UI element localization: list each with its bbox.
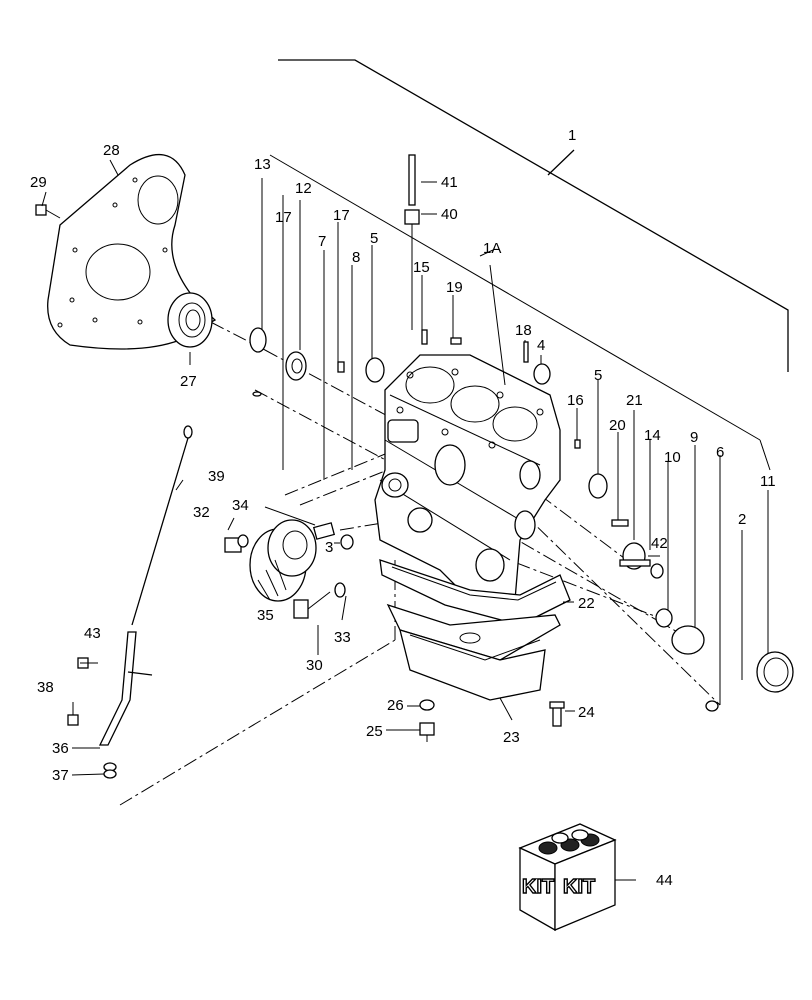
callout-22: 22	[578, 595, 595, 612]
switch-32	[224, 534, 249, 553]
bolt-38	[67, 702, 79, 726]
callout-17-left: 17	[275, 209, 292, 226]
callout-4: 4	[537, 337, 545, 354]
callout-19: 19	[446, 279, 463, 296]
dipstick-tube	[98, 631, 153, 746]
callout-28: 28	[103, 142, 120, 159]
nipple-3	[340, 534, 354, 550]
callout-39: 39	[208, 468, 225, 485]
callout-5-right: 5	[594, 367, 602, 384]
callout-37: 37	[52, 767, 69, 784]
engine-block	[374, 354, 561, 601]
callout-43: 43	[84, 625, 101, 642]
oil-pan-gasket	[379, 559, 571, 626]
oil-filter	[249, 519, 317, 602]
bolt-29	[35, 204, 61, 219]
callout-36: 36	[52, 740, 69, 757]
callout-27: 27	[180, 373, 197, 390]
callout-26: 26	[387, 697, 404, 714]
callout-18: 18	[515, 322, 532, 339]
kit-label-left: KIT	[522, 876, 554, 898]
callout-1a: 1A	[483, 240, 501, 257]
callout-16: 16	[567, 392, 584, 409]
callout-35: 35	[257, 607, 274, 624]
callout-40: 40	[441, 206, 458, 223]
callout-8: 8	[352, 249, 360, 266]
kit-box: KIT KIT	[518, 823, 617, 932]
callout-38: 38	[37, 679, 54, 696]
callout-25: 25	[366, 723, 383, 740]
callout-6: 6	[716, 444, 724, 461]
callout-32: 32	[193, 504, 210, 521]
o-ring-37	[103, 762, 117, 779]
callout-7: 7	[318, 233, 326, 250]
dipstick	[131, 425, 193, 626]
callout-14: 14	[644, 427, 661, 444]
kit-contents	[538, 829, 600, 855]
callout-2: 2	[738, 511, 746, 528]
callout-1: 1	[568, 127, 576, 144]
callout-labels: 1 1A 2 3 4 5 5 6 7 8 9 10 11 12 13 14 15…	[30, 127, 776, 889]
callout-11: 11	[760, 473, 776, 490]
bolt-24	[549, 701, 565, 727]
fitting-34	[312, 522, 336, 540]
callout-5-left: 5	[370, 230, 378, 247]
oil-pan	[386, 603, 561, 701]
callout-10: 10	[664, 449, 681, 466]
callout-15: 15	[413, 259, 430, 276]
callout-34: 34	[232, 497, 249, 514]
callout-17-right: 17	[333, 207, 350, 224]
callout-9: 9	[690, 429, 698, 446]
seal-27	[167, 292, 213, 348]
callout-33: 33	[334, 629, 351, 646]
callout-44: 44	[656, 872, 673, 889]
callout-21: 21	[626, 392, 643, 409]
callout-leaders	[41, 159, 660, 881]
washer-26	[419, 699, 435, 711]
callout-24: 24	[578, 704, 595, 721]
callout-3: 3	[325, 539, 333, 556]
stud-41	[408, 154, 416, 206]
kit-label-right: KIT	[563, 876, 595, 898]
assembly-bracket	[269, 59, 789, 471]
callout-23: 23	[503, 729, 520, 746]
o-ring-33	[334, 582, 346, 598]
rear-plate	[47, 153, 217, 350]
small-parts	[249, 327, 794, 712]
callout-29: 29	[30, 174, 47, 191]
callout-42: 42	[651, 535, 668, 552]
drain-plug-25	[419, 722, 435, 742]
callout-30: 30	[306, 657, 323, 674]
callout-41: 41	[441, 174, 458, 191]
leader-lines	[261, 178, 769, 705]
callout-20: 20	[609, 417, 626, 434]
bolt-30	[293, 591, 331, 619]
callout-13: 13	[254, 156, 271, 173]
bushing-40	[404, 209, 420, 330]
callout-12: 12	[295, 180, 312, 197]
